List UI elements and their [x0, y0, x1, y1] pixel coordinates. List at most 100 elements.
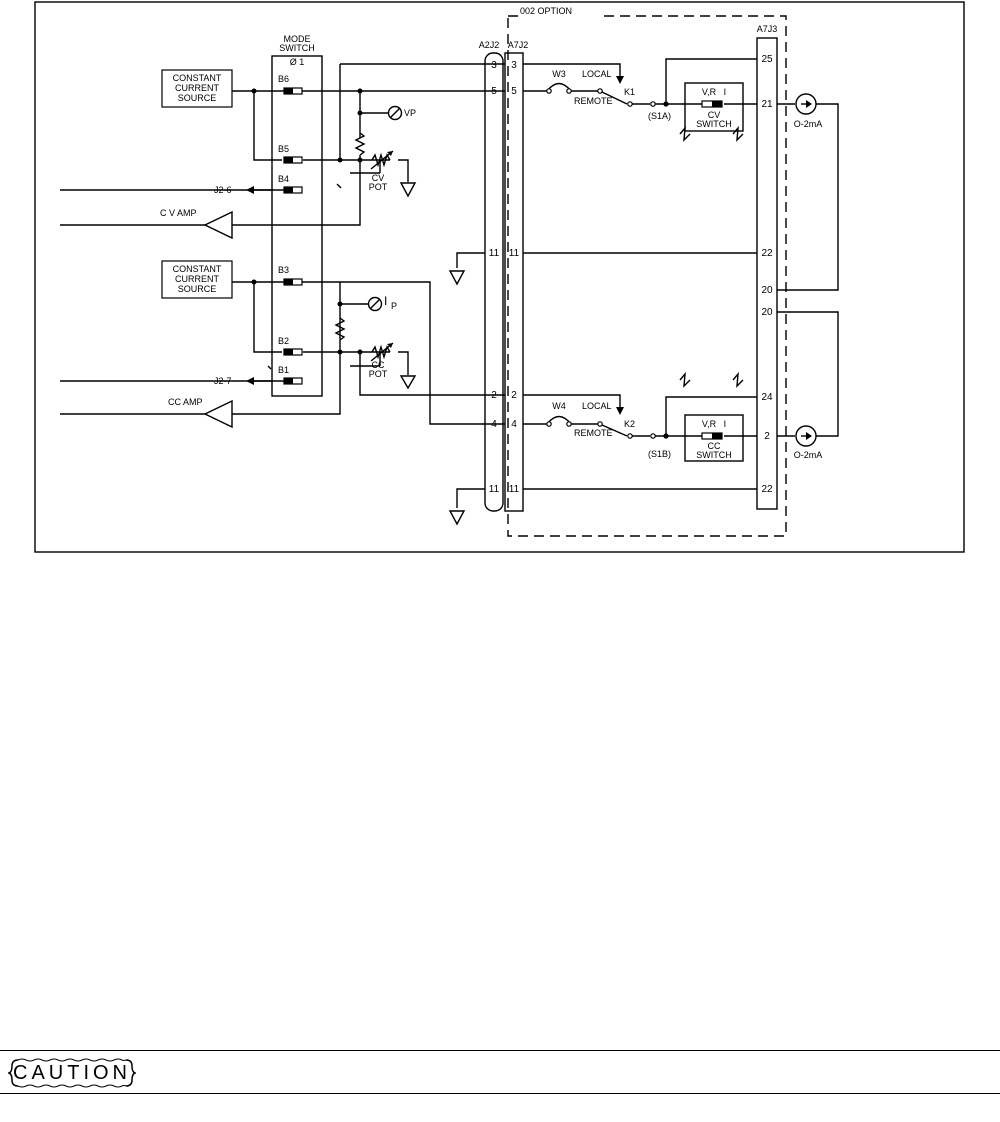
- cc-pot-line2: POT: [369, 369, 388, 379]
- ip-label: I: [384, 294, 387, 308]
- contact-b6: B6: [278, 74, 303, 95]
- mode-switch: MODE SWITCH Ø 1: [271, 34, 323, 397]
- a7j3-pin-22a: 22: [761, 248, 773, 259]
- ip-subscript: P: [391, 301, 397, 311]
- contact-b1-label: B1: [278, 365, 289, 375]
- cc-pot: CC POT: [369, 342, 394, 379]
- ccs-cv-line1: CONSTANT: [173, 73, 222, 83]
- s1a-label: (S1A): [648, 111, 671, 121]
- k2-relay-circuit: W4 LOCAL REMOTE K2: [523, 394, 757, 439]
- ccs-cv-line3: SOURCE: [178, 93, 217, 103]
- ccs-cv-line2: CURRENT: [175, 83, 220, 93]
- caution-bar: CAUTION: [0, 1050, 1000, 1094]
- j2-7-label: J2-7: [214, 376, 232, 386]
- k2-label: K2: [624, 419, 635, 429]
- a2j2-pin-3: 3: [491, 60, 497, 71]
- w3-label: W3: [552, 69, 566, 79]
- mode-switch-tick-top: [336, 183, 342, 189]
- k1-local-label: LOCAL: [582, 69, 612, 79]
- a7j3-connector: A7J3: [756, 24, 778, 510]
- meter-top-circuit: O-2mA: [777, 93, 839, 291]
- k2-remote-label: REMOTE: [574, 428, 613, 438]
- k2-local-label: LOCAL: [582, 401, 612, 411]
- caution-label: CAUTION: [13, 1062, 131, 1084]
- contact-b4-label: B4: [278, 174, 289, 184]
- ip-test-point: I P: [367, 294, 397, 312]
- a7j2-label: A7J2: [508, 40, 529, 50]
- mode-switch-positions: Ø 1: [290, 57, 305, 67]
- cv-constant-current-source: CONSTANT CURRENT SOURCE: [161, 69, 233, 108]
- ccs-cc-line2: CURRENT: [175, 274, 220, 284]
- a7j3-pin-20a: 20: [761, 285, 773, 296]
- k1-relay-circuit: W3 LOCAL REMOTE K1: [523, 58, 757, 107]
- meter-bottom-label: O-2mA: [794, 450, 823, 460]
- a2j2-pins: 3 5 11 2 4 11: [489, 60, 500, 495]
- meter-bottom-circuit: O-2mA: [777, 311, 839, 460]
- cc-switch-line1: CC: [708, 441, 721, 451]
- cv-amp-label: C V AMP: [160, 208, 197, 218]
- vp-label: VP: [404, 108, 416, 118]
- a7j3-pins: 25 21 22 20 20 24 2 22: [761, 54, 773, 495]
- s1b-label: (S1B): [648, 449, 671, 459]
- cc-amp: CC AMP: [60, 397, 233, 429]
- option-002-title: 002 OPTION: [520, 6, 572, 16]
- meter-top-label: O-2mA: [794, 119, 823, 129]
- mode-switch-line2: SWITCH: [279, 43, 315, 53]
- a2j2-pin-2: 2: [491, 390, 497, 401]
- ground-pin11-bottom: [448, 488, 757, 526]
- contact-b3-label: B3: [278, 265, 289, 275]
- cv-switch-modes: V,R I: [702, 87, 726, 97]
- ccs-cc-line3: SOURCE: [178, 284, 217, 294]
- cv-front-switch: V,R I CV SWITCH (S1A): [648, 82, 744, 142]
- cc-wiring: [60, 281, 505, 425]
- a2j2-pin-5: 5: [491, 86, 497, 97]
- caution-brace-icon: [6, 1058, 138, 1088]
- a7j3-pin-25: 25: [761, 54, 773, 65]
- cv-pot-line1: CV: [372, 173, 385, 183]
- cv-pot: CV POT: [369, 150, 394, 192]
- cv-resistor: [354, 132, 366, 156]
- a7j3-label: A7J3: [757, 24, 778, 34]
- a7j2-pin-11a: 11: [509, 248, 520, 259]
- j2-6-output: J2-6: [214, 185, 284, 195]
- a2j2-pin-4: 4: [491, 419, 497, 430]
- diagram-frame: [34, 1, 965, 553]
- a7j2-pins: 3 5 11 2 4 11: [509, 60, 520, 495]
- a7j2-pin-4: 4: [511, 419, 517, 430]
- a7j3-pin-2: 2: [764, 431, 770, 442]
- cv-amp: C V AMP: [60, 208, 233, 240]
- cc-pot-line1: CC: [372, 360, 385, 370]
- contact-b6-label: B6: [278, 74, 289, 84]
- a7j2-pin-3: 3: [511, 60, 517, 71]
- contact-b2-label: B2: [278, 336, 289, 346]
- j2-7-output: J2-7: [214, 376, 284, 386]
- caution-badge: CAUTION: [6, 1058, 138, 1088]
- a7j2-pin-2: 2: [511, 390, 517, 401]
- contact-b2: B2: [278, 336, 303, 356]
- mode-switch-tick-bottom: [267, 365, 272, 370]
- a7j3-pin-20b: 20: [761, 307, 773, 318]
- a7j2-pin-5: 5: [511, 86, 517, 97]
- a7j3-pin-21: 21: [761, 99, 773, 110]
- cc-switch-modes: V,R I: [702, 419, 726, 429]
- contact-b5: B5: [278, 144, 303, 164]
- cc-amp-label: CC AMP: [168, 397, 203, 407]
- k1-remote-label: REMOTE: [574, 96, 613, 106]
- cv-switch-line2: SWITCH: [696, 119, 732, 129]
- a7j3-pin-22b: 22: [761, 484, 773, 495]
- cc-resistor: [334, 317, 346, 341]
- a2j2-label: A2J2: [479, 40, 500, 50]
- ground-pin11-top: [448, 252, 757, 286]
- vp-test-point: VP: [387, 105, 416, 121]
- cc-pot-ground: [399, 375, 417, 390]
- option-002-outline: 002 OPTION: [507, 5, 787, 537]
- w4-label: W4: [552, 401, 566, 411]
- k1-junction: [663, 101, 669, 107]
- a2j2-connector: A2J2: [479, 40, 504, 512]
- mode-switch-line1: MODE: [284, 34, 311, 44]
- cv-junctions: [251, 88, 363, 163]
- cv-pot-line2: POT: [369, 182, 388, 192]
- contact-b3: B3: [278, 265, 303, 286]
- cc-junctions: [251, 279, 363, 355]
- k1-label: K1: [624, 87, 635, 97]
